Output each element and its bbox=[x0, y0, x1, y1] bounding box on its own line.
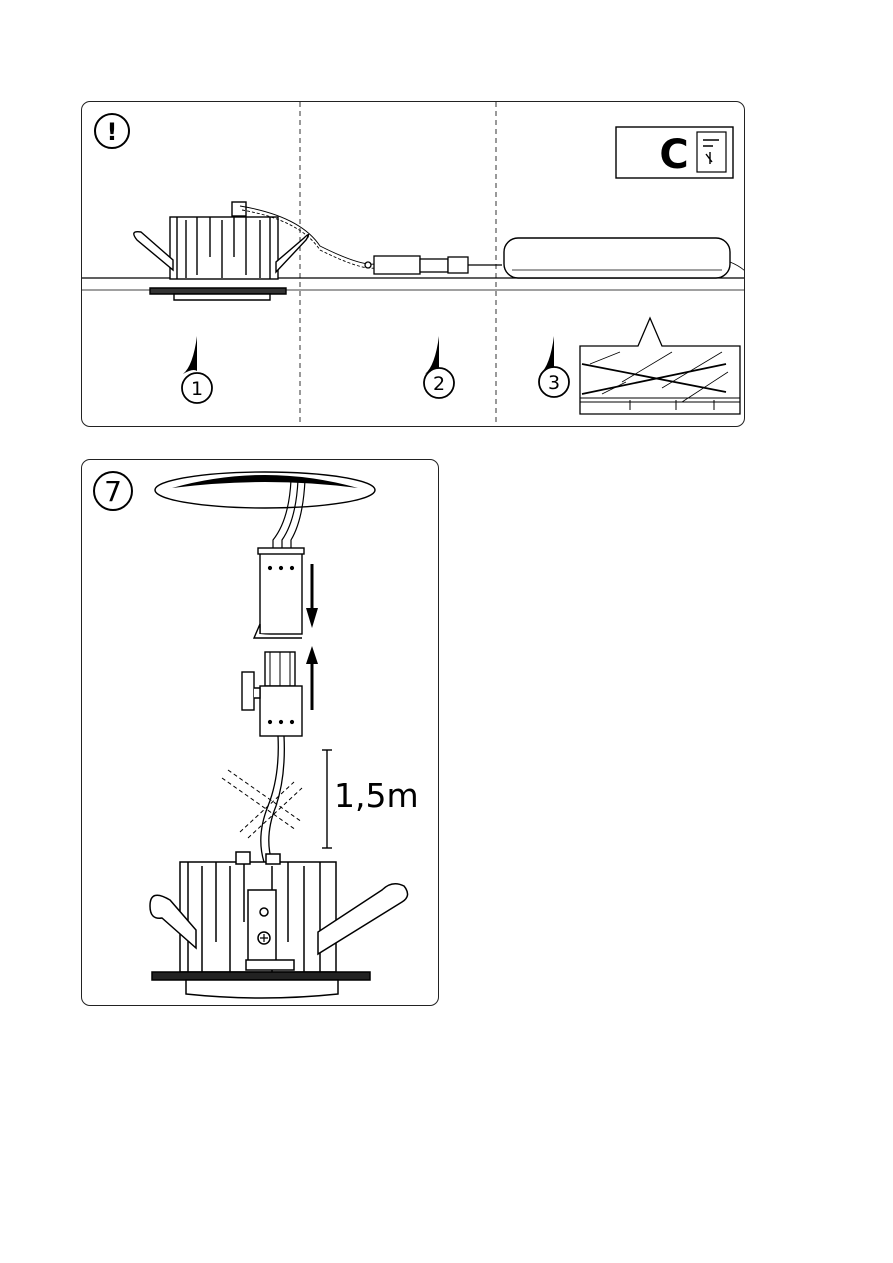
downlight-fixture-icon bbox=[134, 202, 309, 300]
down-arrow-icon bbox=[306, 564, 318, 628]
cable-length-dimension: 1,5m bbox=[322, 750, 419, 848]
cable-length-label: 1,5m bbox=[334, 776, 419, 815]
step-3-label: 3 bbox=[548, 372, 560, 394]
step-7-illustration: 7 bbox=[82, 460, 439, 1006]
warning-icon: ! bbox=[95, 114, 129, 148]
warning-exclamation: ! bbox=[107, 118, 118, 146]
ceiling-hole-icon bbox=[155, 472, 375, 508]
step-7-marker: 7 bbox=[94, 472, 132, 510]
step-marker-1: 1 bbox=[182, 336, 212, 403]
step-marker-3: 3 bbox=[539, 336, 569, 397]
class-c-badge: C bbox=[616, 127, 733, 178]
step-2-label: 2 bbox=[433, 373, 445, 395]
step-7-panel: 7 bbox=[81, 459, 439, 1006]
warning-panel: ! C bbox=[81, 101, 745, 427]
step-marker-2: 2 bbox=[424, 336, 454, 398]
step-7-label: 7 bbox=[104, 475, 122, 508]
step-1-label: 1 bbox=[191, 378, 203, 400]
connector-female-icon bbox=[254, 548, 304, 638]
driver-box-icon bbox=[504, 238, 745, 278]
up-arrow-icon bbox=[306, 646, 318, 710]
class-letter: C bbox=[659, 132, 688, 178]
insulation-prohibited-icon bbox=[580, 318, 740, 414]
connector-icon bbox=[365, 256, 502, 274]
manual-book-icon bbox=[697, 132, 726, 172]
downlight-fixture-large-icon bbox=[150, 852, 408, 998]
connector-male-icon bbox=[242, 652, 302, 736]
warning-illustration: ! C bbox=[82, 102, 745, 427]
